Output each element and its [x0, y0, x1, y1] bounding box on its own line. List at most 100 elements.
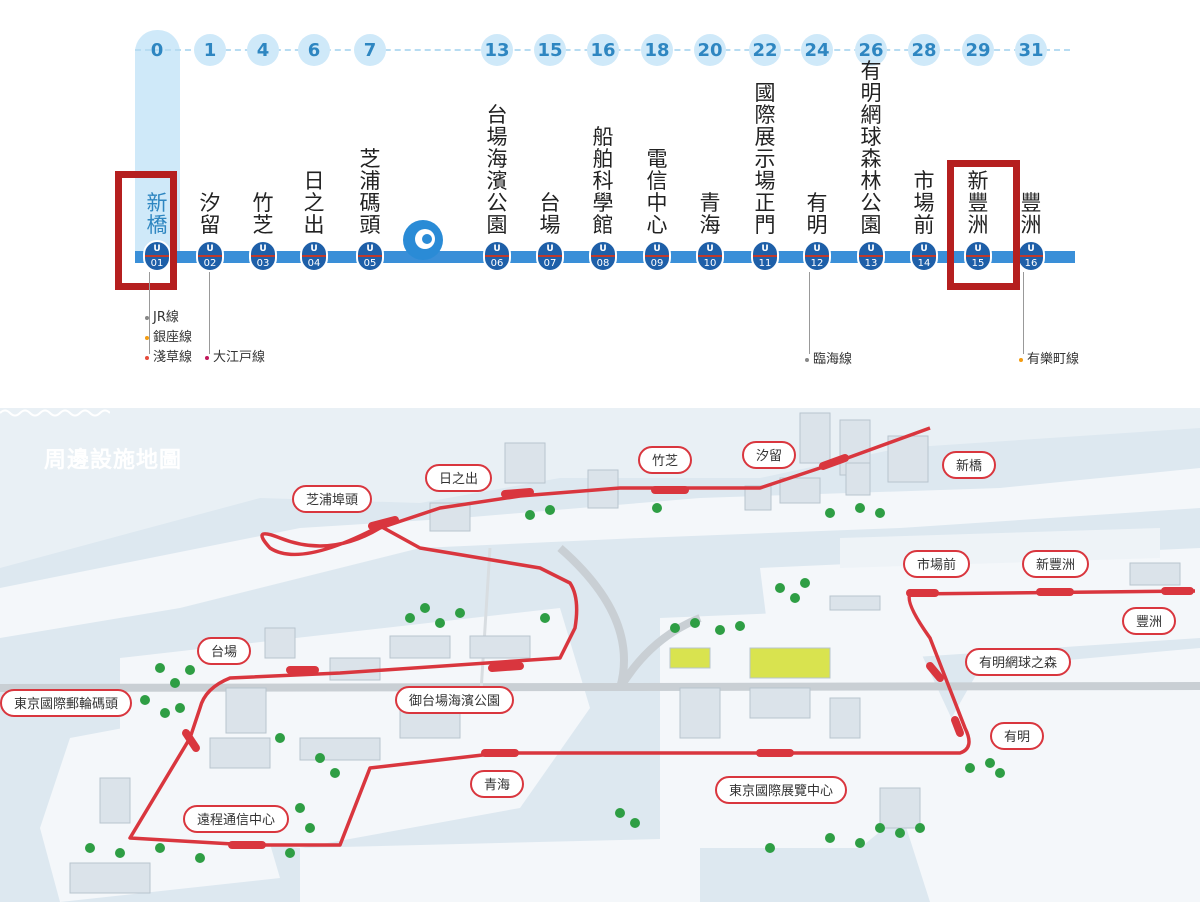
minutes-circle: 29 [962, 34, 994, 66]
line-letter: U [813, 244, 821, 254]
station-name[interactable]: 台場海濱公園 [486, 103, 508, 237]
station-code: 04 [302, 255, 326, 270]
station-name[interactable]: 新豐洲 [967, 169, 989, 237]
station-name[interactable]: 青海 [699, 191, 721, 237]
transfer-line-ariake [809, 272, 810, 354]
station-name[interactable]: 新橋 [146, 191, 168, 237]
map-label-shijomae: 市場前 [903, 550, 971, 578]
asakusa-dot-icon [145, 355, 149, 360]
map-label-shibaura: 芝浦埠頭 [292, 485, 373, 513]
transfer-oedo: 大江戸線 [205, 346, 265, 365]
station-code: 08 [591, 255, 615, 270]
minutes-circle: 6 [298, 34, 330, 66]
map-label-cruise-terminal: 東京國際郵輪碼頭 [0, 689, 133, 717]
minutes-circle: 0 [150, 39, 164, 61]
station-name[interactable]: 台場 [539, 191, 561, 237]
map-label-telecom: 遠程通信中心 [183, 805, 290, 833]
station-code: 11 [753, 255, 777, 270]
station-code: 02 [198, 255, 222, 270]
station-name[interactable]: 市場前 [913, 169, 935, 237]
map-label-shimbashi: 新橋 [942, 451, 997, 479]
line-letter: U [920, 244, 928, 254]
area-facilities-map: 周邊設施地圖 新橋 汐留 竹芝 日之出 芝浦埠頭 台場 御台場海濱公園 東京國際… [0, 408, 1200, 902]
map-label-odaiba-park: 御台場海濱公園 [395, 686, 515, 714]
highlight-box-shin-toyosu [947, 160, 1020, 290]
line-letter: U [867, 244, 875, 254]
station-code: 07 [538, 255, 562, 270]
line-letter: U [310, 244, 318, 254]
station-code: 16 [1019, 255, 1043, 270]
map-label-toyosu: 豐洲 [1122, 607, 1177, 635]
transfer-jr: JR線 [145, 306, 179, 325]
station-name[interactable]: 有明 [806, 191, 828, 237]
line-letter: U [706, 244, 714, 254]
minutes-circle: 20 [694, 34, 726, 66]
station-code: 13 [859, 255, 883, 270]
highlight-box-shimbashi [115, 171, 177, 290]
line-letter: U [546, 244, 554, 254]
rainbow-bridge-loop-icon [403, 220, 443, 260]
line-letter: U [599, 244, 607, 254]
line-letter: U [1027, 244, 1035, 254]
line-letter: U [366, 244, 374, 254]
station-name[interactable]: 竹芝 [252, 191, 274, 237]
map-label-aomi: 青海 [470, 770, 525, 798]
station-name[interactable]: 豐洲 [1020, 191, 1042, 237]
map-label-daiba: 台場 [197, 637, 252, 665]
rinkai-dot-icon [805, 357, 809, 362]
station-code: 09 [645, 255, 669, 270]
line-letter: U [493, 244, 501, 254]
minutes-circle: 28 [908, 34, 940, 66]
station-name[interactable]: 國際展示場正門 [754, 81, 776, 237]
line-letter: U [206, 244, 214, 254]
minutes-circle: 7 [354, 34, 386, 66]
station-code: 06 [485, 255, 509, 270]
minutes-circle: 1 [194, 34, 226, 66]
map-label-takeshiba: 竹芝 [638, 446, 693, 474]
map-label-shin-toyosu: 新豐洲 [1022, 550, 1090, 578]
line-letter: U [653, 244, 661, 254]
map-label-shiodome: 汐留 [742, 441, 797, 469]
minutes-circle: 18 [641, 34, 673, 66]
station-name[interactable]: 芝浦碼頭 [359, 147, 381, 237]
ginza-dot-icon [145, 335, 149, 340]
station-code: 12 [805, 255, 829, 270]
map-label-ariake: 有明 [990, 722, 1045, 750]
map-label-big-sight: 東京國際展覽中心 [715, 776, 848, 804]
station-name[interactable]: 船舶科學館 [592, 125, 614, 237]
minutes-circle: 4 [247, 34, 279, 66]
station-code: 01 [145, 255, 169, 270]
station-name[interactable]: 電信中心 [646, 147, 668, 237]
station-code: 05 [358, 255, 382, 270]
line-letter: U [761, 244, 769, 254]
oedo-dot-icon [205, 355, 209, 360]
station-name[interactable]: 有明網球森林公園 [860, 59, 882, 237]
minutes-circle: 24 [801, 34, 833, 66]
station-name[interactable]: 汐留 [199, 191, 221, 237]
station-code: 03 [251, 255, 275, 270]
minutes-circle: 13 [481, 34, 513, 66]
transfer-yurakucho: 有樂町線 [1019, 348, 1079, 367]
map-label-ariake-forest: 有明網球之森 [965, 648, 1072, 676]
map-title: 周邊設施地圖 [44, 448, 183, 473]
transfer-rinkai: 臨海線 [805, 348, 852, 367]
station-name[interactable]: 日之出 [303, 169, 325, 237]
transfer-ginza: 銀座線 [145, 326, 192, 345]
